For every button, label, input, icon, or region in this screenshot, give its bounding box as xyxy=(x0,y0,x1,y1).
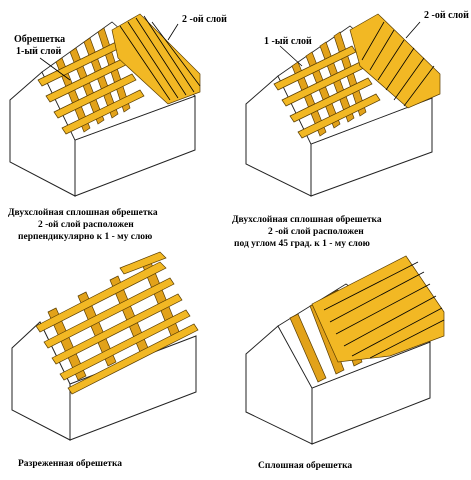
label-layer2: 2 -ой слой xyxy=(424,10,469,21)
panel-3-house: Разреженная обрешетка xyxy=(11,251,199,469)
label-layer1: 1 -ый слой xyxy=(264,36,312,47)
label-layer1: 1-ый слой xyxy=(16,46,61,57)
layer2-boards xyxy=(111,13,201,105)
caption-line: Сплошная обрешетка xyxy=(258,460,352,471)
label-layer2: 2 -ой слой xyxy=(182,14,227,25)
leader-line xyxy=(279,45,303,67)
panel-1-house: Обрешетка 1-ый слой 2 -ой слой Двухслойн… xyxy=(8,13,227,242)
sparse-battens xyxy=(35,251,199,395)
label-sheathing: Обрешетка xyxy=(14,34,65,45)
caption-line: перпендикулярно к 1 - му слою xyxy=(18,232,152,242)
caption-line: Разреженная обрешетка xyxy=(18,458,122,469)
caption-line: 2 -ой слой расположен xyxy=(38,219,134,230)
leader-line xyxy=(405,21,421,39)
caption-line: Двухслойная сплошная обрешетка xyxy=(8,207,158,218)
leader-line xyxy=(167,23,179,41)
panel-2-house: 1 -ый слой 2 -ой слой Двухслойная сплошн… xyxy=(232,10,469,249)
solid-sheathing xyxy=(311,255,445,363)
side-wall xyxy=(69,335,197,441)
caption-line: под углом 45 град. к 1 - му слою xyxy=(234,239,370,249)
layer2-diagonal-boards xyxy=(349,13,441,109)
layer1-battens xyxy=(37,41,145,135)
leader-line xyxy=(39,57,71,81)
caption-line: Двухслойная сплошная обрешетка xyxy=(232,214,382,225)
panel-4-house: Сплошная обрешетка xyxy=(245,255,445,471)
caption-line: 2 -ой слой расположен xyxy=(268,226,364,237)
layer1-battens xyxy=(273,45,381,139)
